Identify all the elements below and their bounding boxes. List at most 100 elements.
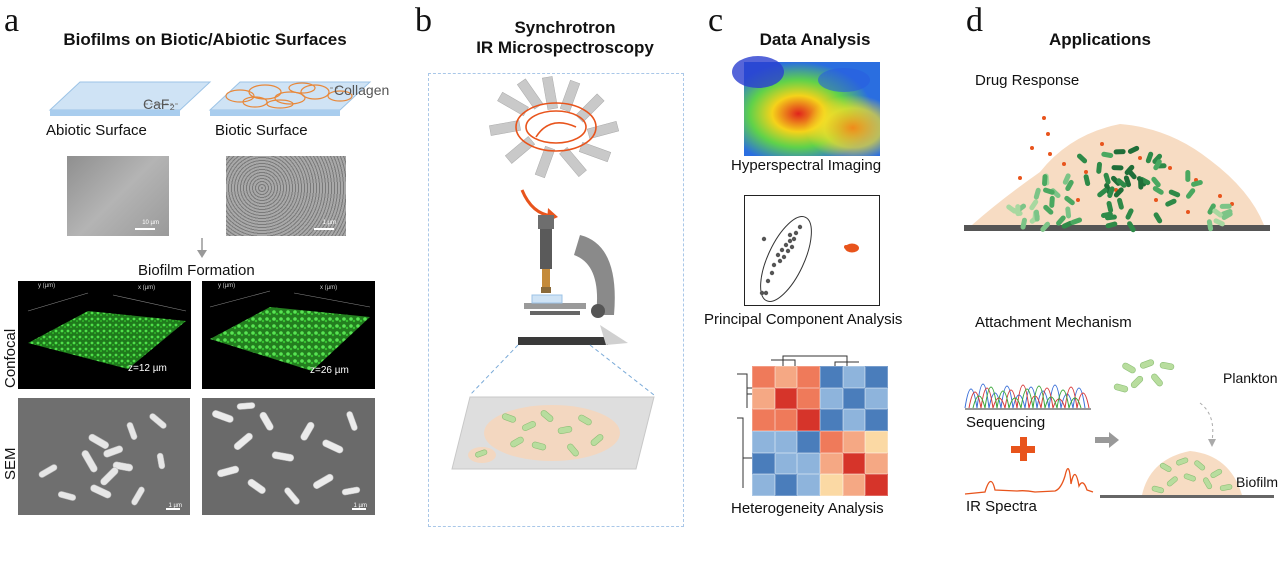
panel-b-title-line1: Synchrotron xyxy=(514,18,616,37)
heatmap-cell xyxy=(819,452,843,475)
bacterium xyxy=(1116,178,1127,188)
bacterium xyxy=(1106,200,1114,213)
scale-bar-10um: 10 µm xyxy=(142,220,159,226)
bacterium xyxy=(1165,198,1177,207)
heatmap-cell xyxy=(865,474,888,496)
confocal-axis-y-right: y (µm) xyxy=(218,283,236,289)
heatmap-cell xyxy=(797,430,820,453)
bacterium xyxy=(1127,221,1136,233)
caf2-label: CaF₂ xyxy=(143,96,175,112)
heatmap-cell xyxy=(819,387,843,410)
attachment-diagram xyxy=(1100,359,1274,498)
hyperspectral-map xyxy=(732,56,880,156)
bacterium xyxy=(1127,145,1140,154)
heatmap-cell xyxy=(865,409,888,431)
heatmap-cell xyxy=(842,452,866,475)
attachment-mechanism-label: Attachment Mechanism xyxy=(975,314,1132,331)
heatmap-cell xyxy=(752,409,775,431)
heatmap-cell xyxy=(774,387,798,410)
panel-b-letter: b xyxy=(415,2,432,39)
plankton-label: Plankton xyxy=(1223,370,1278,386)
bacterium xyxy=(1040,221,1051,232)
bacterium xyxy=(1097,187,1108,198)
bacterium xyxy=(1153,159,1162,171)
bacterium xyxy=(1101,151,1114,158)
bacterium xyxy=(1124,164,1135,176)
bacterium xyxy=(1042,174,1048,187)
bacterium xyxy=(1064,195,1075,206)
heatmap-cell xyxy=(752,430,775,453)
heatmap-grid xyxy=(752,366,888,496)
biofilm-label: Biofilm xyxy=(1236,474,1279,490)
sequencing-label: Sequencing xyxy=(966,414,1046,431)
scale-bar-1um: 1 µm xyxy=(322,220,336,226)
bacterium xyxy=(1062,173,1071,185)
bacterium xyxy=(1029,199,1039,211)
heatmap-cell xyxy=(752,474,775,496)
heatmap-cell xyxy=(865,387,888,410)
heatmap-cell xyxy=(865,452,888,475)
panel-a-title: Biofilms on Biotic/Abiotic Surfaces xyxy=(63,30,347,49)
confocal-axis-x: x (µm) xyxy=(138,285,156,291)
sem-label: SEM xyxy=(2,447,19,480)
heatmap-cell xyxy=(797,366,820,388)
drug-response-biofilm xyxy=(964,116,1270,233)
bacterium xyxy=(1076,153,1088,164)
sem-bacteria-right: 1 µm xyxy=(202,398,375,515)
surface-slides xyxy=(48,81,372,116)
heatmap-cell xyxy=(797,387,820,410)
heatmap-cell xyxy=(797,409,820,431)
bacterium xyxy=(1065,206,1072,219)
heatmap-cell xyxy=(752,452,775,475)
heatmap-cell xyxy=(797,474,820,496)
heatmap-cell xyxy=(842,474,866,496)
heatmap-cell xyxy=(842,387,866,410)
bacterium xyxy=(1104,214,1117,221)
bacterium xyxy=(1213,218,1225,227)
panel-d-letter: d xyxy=(966,2,983,39)
heatmap-cell xyxy=(819,366,843,388)
heatmap-cell xyxy=(774,452,798,475)
plus-icon xyxy=(1011,437,1035,461)
bacterium xyxy=(1113,187,1124,198)
bacterium xyxy=(1113,149,1126,155)
bacterium xyxy=(1185,170,1191,183)
bacterium xyxy=(1168,189,1181,198)
biotic-surface-label: Biotic Surface xyxy=(215,122,308,139)
z-right-label: z=26 µm xyxy=(310,365,349,376)
heatmap-cell xyxy=(774,366,798,388)
bacterium xyxy=(1111,165,1124,171)
panel-c-letter: c xyxy=(708,2,724,39)
bacterium xyxy=(1033,187,1041,200)
sem-bacteria-left: 1 µm xyxy=(18,398,190,515)
bacterium xyxy=(1145,151,1154,164)
confocal-axis-x-right: x (µm) xyxy=(320,285,338,291)
bacterium xyxy=(1206,219,1214,232)
bacterium xyxy=(1061,220,1074,229)
bacterium xyxy=(1056,215,1066,226)
confocal-image-left: y (µm) x (µm) z=12 µm xyxy=(18,281,191,389)
biofilm-formation-label: Biofilm Formation xyxy=(138,262,255,279)
down-arrow-icon xyxy=(197,238,207,258)
bacterium xyxy=(1138,177,1144,190)
heatmap-cell xyxy=(797,452,820,475)
ir-spectra-curve xyxy=(964,468,1094,495)
bacterium xyxy=(1049,195,1055,208)
ir-spectra-label: IR Spectra xyxy=(966,498,1037,515)
panel-b-title-line2: IR Microspectroscopy xyxy=(476,38,654,57)
sequencing-chromatogram xyxy=(964,383,1091,410)
heatmap-cell xyxy=(842,409,866,431)
bacterium xyxy=(1125,208,1134,220)
z-left-label: z=12 µm xyxy=(128,363,167,374)
confocal-axis-y: y (µm) xyxy=(38,283,56,289)
bacterium xyxy=(1043,187,1055,195)
heatmap-cell xyxy=(819,474,843,496)
bacterium xyxy=(1015,204,1021,217)
bacterium xyxy=(1107,186,1115,198)
biotic-sem-image: 1 µm xyxy=(226,156,346,236)
heatmap-cell xyxy=(865,430,888,453)
bacterium xyxy=(1105,221,1118,229)
bacterium xyxy=(1096,161,1102,174)
bacterium xyxy=(1033,209,1040,222)
bacterium xyxy=(1151,176,1161,188)
